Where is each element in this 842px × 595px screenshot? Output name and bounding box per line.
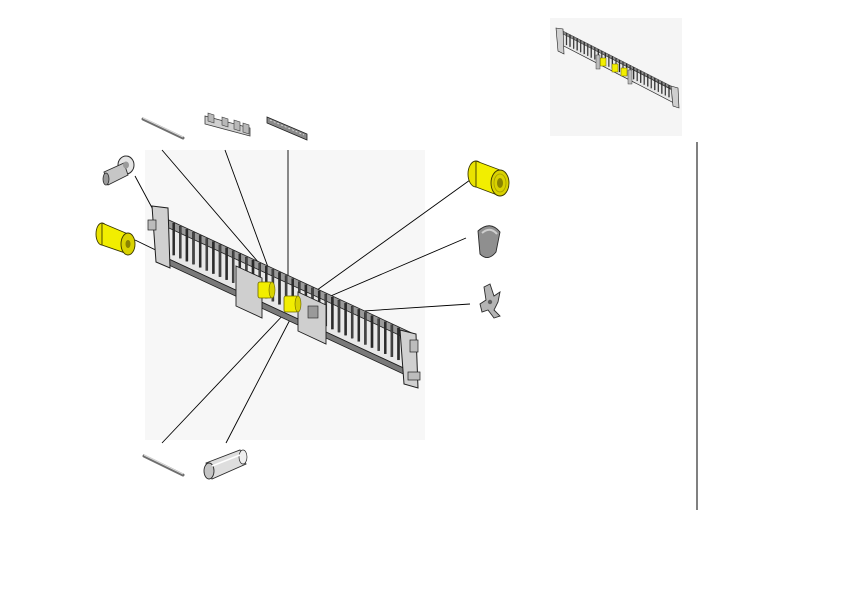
center-housing-left: [235, 265, 263, 319]
inner-roller-left: [257, 281, 276, 299]
leader-line: [225, 311, 295, 444]
leader-line: [161, 311, 287, 444]
frame-tooth: [212, 241, 215, 274]
clip-icon: [479, 283, 501, 319]
frame-tooth: [231, 250, 235, 283]
frame-tooth: [205, 238, 209, 271]
frame-tooth: [370, 315, 374, 348]
pin-icon: [141, 117, 185, 140]
frame-tooth: [344, 303, 347, 336]
right-end-tab: [409, 339, 419, 353]
frame-tooth: [636, 68, 638, 82]
frame-tooth: [664, 83, 667, 96]
left-end-bracket: [151, 205, 171, 269]
frame-tooth: [579, 40, 582, 53]
frame-tooth: [572, 36, 575, 49]
frame-tooth: [198, 235, 202, 268]
pad-icon: [477, 225, 501, 258]
frame-tooth: [643, 72, 645, 85]
pin-icon: [142, 454, 185, 477]
frame-tooth: [357, 309, 361, 342]
frame-tooth: [590, 45, 592, 58]
right-end-foot: [407, 371, 421, 381]
frame-tooth: [350, 306, 354, 339]
frame-tooth: [565, 32, 568, 46]
frame-tooth: [647, 74, 649, 87]
frame-tooth: [569, 34, 571, 47]
leader-line: [224, 149, 273, 279]
frame-tooth: [657, 79, 660, 92]
frame-tooth: [337, 300, 341, 333]
frame-tooth: [218, 244, 222, 277]
frame-tooth: [278, 272, 281, 305]
roller-icon: [467, 160, 510, 197]
knob-icon: [102, 155, 135, 186]
frame-tooth: [608, 54, 610, 67]
frame-tooth: [331, 296, 334, 330]
frame-tooth: [654, 77, 656, 91]
frame-tooth: [668, 85, 670, 98]
frame-tooth: [640, 70, 642, 83]
strip-icon: [266, 116, 308, 141]
leader-line: [305, 179, 471, 299]
inner-roller-right: [283, 295, 302, 313]
leader-line: [311, 237, 467, 305]
bracket-icon: [204, 112, 251, 137]
frame-tooth: [185, 229, 189, 262]
frame-tooth: [594, 47, 596, 60]
sleeve-icon: [203, 449, 248, 480]
frame-tooth: [397, 327, 400, 361]
frame-tooth: [377, 318, 380, 351]
frame-tooth: [225, 247, 228, 280]
frame-tooth: [384, 321, 387, 354]
frame-tooth: [172, 222, 175, 256]
leader-line: [161, 149, 266, 271]
frame-tooth: [661, 81, 663, 94]
frame-tooth: [390, 324, 394, 357]
left-end-tab: [147, 219, 157, 231]
inner-pad: [307, 305, 319, 319]
frame-tooth: [364, 312, 367, 345]
assembly-thumbnail: [555, 27, 680, 109]
roller-icon: [95, 222, 136, 256]
frame-tooth: [632, 67, 635, 80]
frame-tooth: [583, 41, 585, 55]
frame-tooth: [650, 76, 652, 89]
frame-tooth: [576, 38, 578, 51]
frame-tooth: [179, 226, 182, 259]
frame-tooth: [618, 59, 621, 73]
frame-tooth: [587, 43, 589, 56]
frame-assembly: [147, 205, 421, 389]
frame-tooth: [192, 232, 195, 265]
